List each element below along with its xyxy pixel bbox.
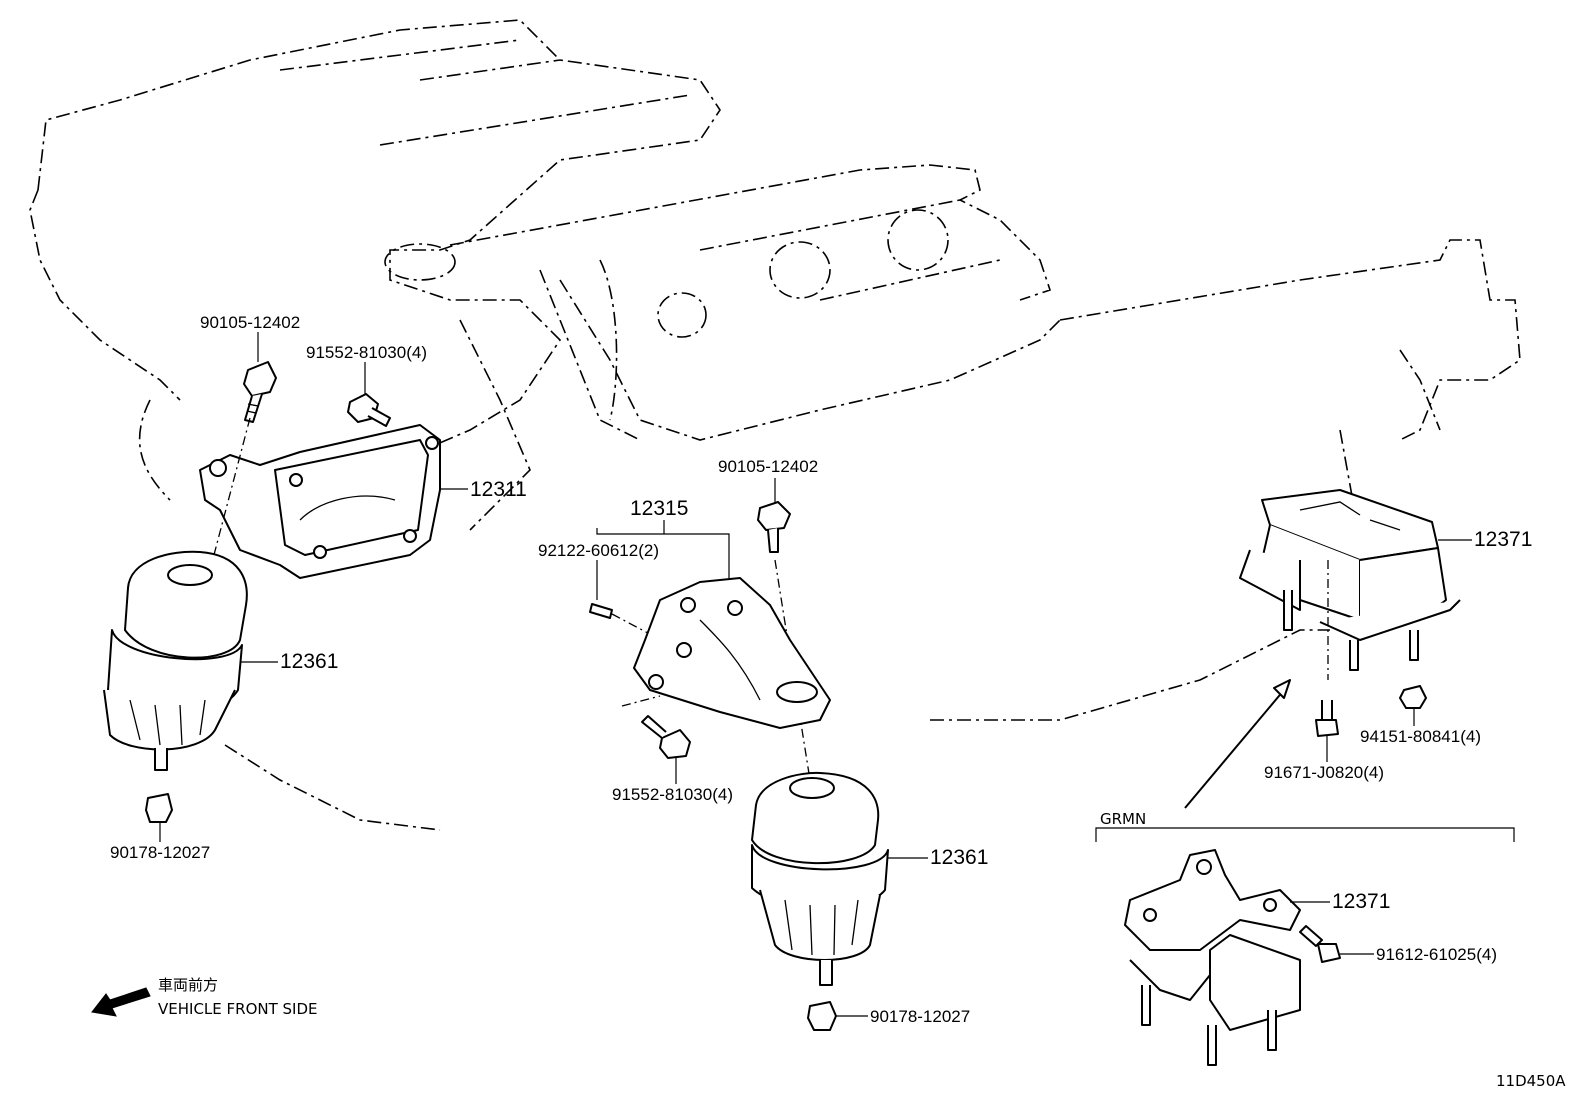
nut-90178-left xyxy=(145,793,173,842)
nut-94151 xyxy=(1399,685,1427,726)
label-90178-left: 90178-12027 xyxy=(110,843,210,862)
mount-12371-grmn xyxy=(1124,849,1330,1066)
label-12315: 12315 xyxy=(630,497,688,520)
label-91671: 91671-J0820(4) xyxy=(1264,763,1384,782)
bolt-91552-center xyxy=(641,715,691,784)
mount-12361-left xyxy=(103,550,278,771)
bolt-91552-left xyxy=(347,362,391,427)
label-12361-left: 12361 xyxy=(280,650,338,673)
nut-90178-center xyxy=(807,1001,868,1031)
diagram-id: 11D450A xyxy=(1496,1072,1566,1090)
bolt-90105-left xyxy=(243,332,277,423)
label-91552-center: 91552-81030(4) xyxy=(612,785,733,804)
label-12371-grmn: 12371 xyxy=(1332,890,1390,913)
bolt-90105-center xyxy=(757,478,811,781)
mount-12371-rear xyxy=(1239,489,1472,680)
label-91552-left: 91552-81030(4) xyxy=(306,343,427,362)
label-12311: 12311 xyxy=(470,478,527,501)
label-90178-center: 90178-12027 xyxy=(870,1007,970,1026)
label-91612: 91612-61025(4) xyxy=(1376,945,1497,964)
engine-outline xyxy=(29,19,1521,831)
mount-12361-center xyxy=(751,771,928,986)
label-front-jp: 車両前方 xyxy=(158,976,218,994)
label-front-en: VEHICLE FRONT SIDE xyxy=(158,1000,318,1018)
vehicle-front-arrow-icon xyxy=(91,987,151,1017)
grmn-inset xyxy=(1095,827,1515,842)
label-90105-left: 90105-12402 xyxy=(200,313,300,332)
label-12361-center: 12361 xyxy=(930,846,988,869)
grmn-pointer-arrow xyxy=(1184,679,1291,809)
label-90105-center: 90105-12402 xyxy=(718,457,818,476)
bracket-12315 xyxy=(621,577,831,729)
label-92122: 92122-60612(2) xyxy=(538,541,659,560)
label-12371-rear: 12371 xyxy=(1474,528,1532,551)
bracket-12311 xyxy=(199,417,468,579)
label-94151: 94151-80841(4) xyxy=(1360,727,1481,746)
bracket-12315-callout xyxy=(596,520,730,600)
label-grmn: GRMN xyxy=(1100,810,1146,828)
bolt-91671 xyxy=(1315,700,1339,762)
bolt-91612 xyxy=(1299,925,1374,963)
